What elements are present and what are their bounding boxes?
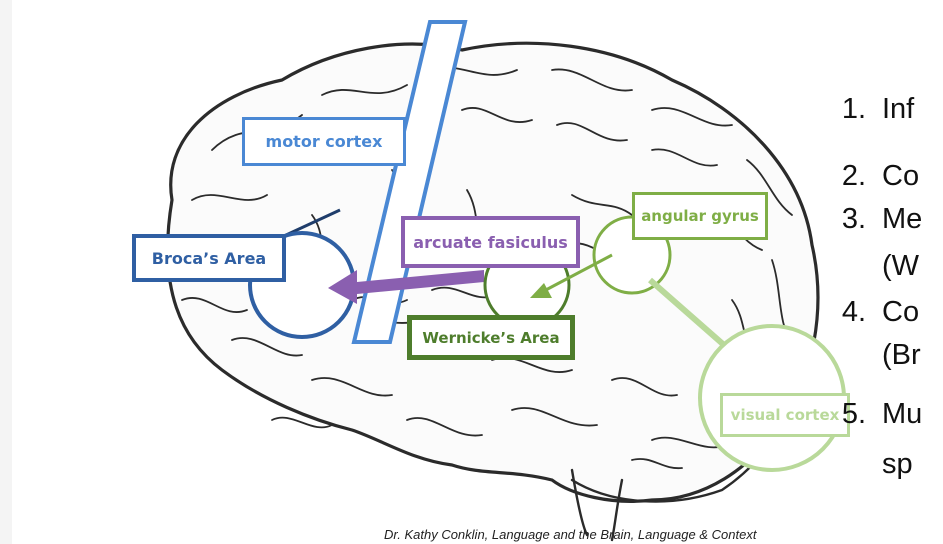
slide: motor cortex arcuate fasiculus angular g… [12, 0, 943, 544]
angular-gyrus-label: angular gyrus [632, 192, 768, 240]
credit-caption: Dr. Kathy Conklin, Language and the Brai… [384, 527, 756, 542]
list-item: 3.Me [818, 203, 922, 236]
brocas-area-label: Broca’s Area [132, 234, 286, 282]
list-item: (W [818, 250, 919, 283]
arcuate-fasiculus-label: arcuate fasiculus [401, 216, 580, 268]
list-item: 5.Mu [818, 398, 922, 431]
steps-list: 1.Inf 2.Co 3.Me (W 4.Co (Br 5.Mu sp [818, 0, 943, 544]
list-item: sp [818, 448, 913, 481]
list-item: 2.Co [818, 160, 919, 193]
list-item: 4.Co [818, 296, 919, 329]
wernickes-area-label: Wernicke’s Area [407, 315, 575, 360]
motor-cortex-label: motor cortex [242, 117, 406, 166]
list-item: (Br [818, 339, 921, 372]
list-item: 1.Inf [818, 93, 914, 126]
